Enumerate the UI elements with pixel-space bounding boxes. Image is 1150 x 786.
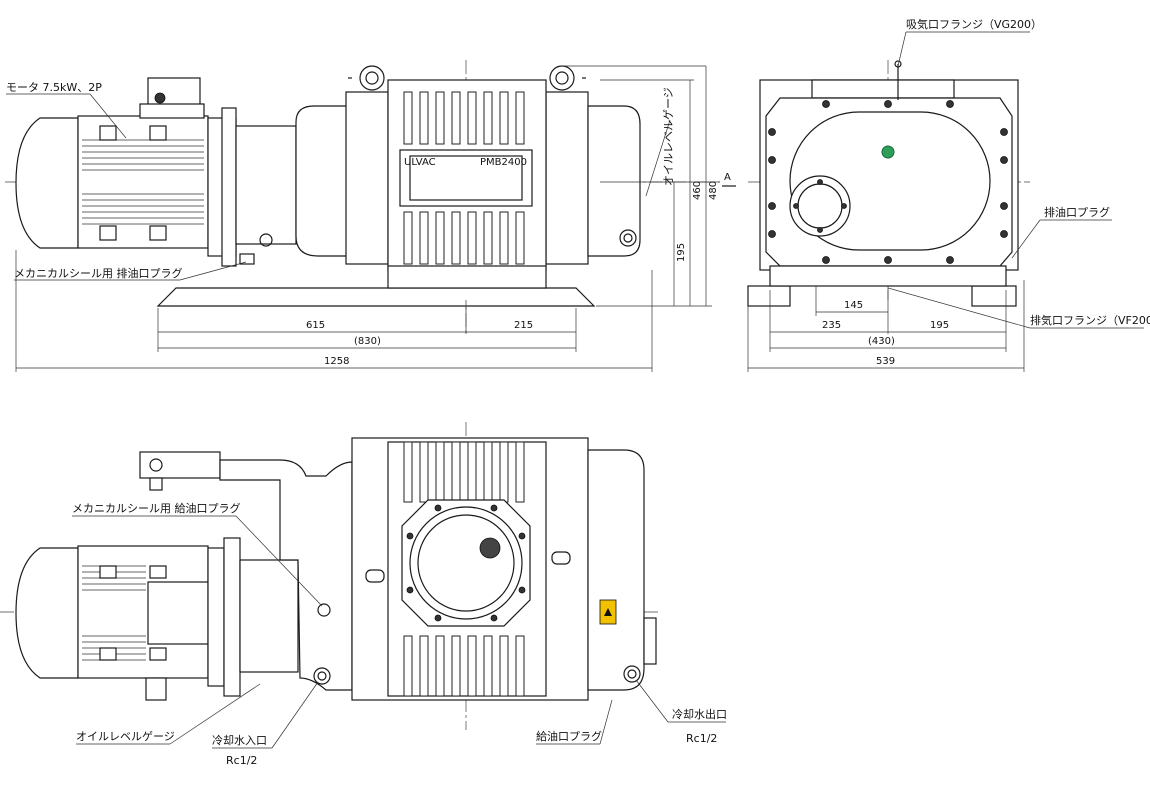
- side-labels: 吸気口フランジ（VG200） 排油口プラグ 排気口フランジ（VF200）: [887, 17, 1150, 329]
- label-intake-flange: 吸気口フランジ（VG200）: [906, 17, 1042, 31]
- nameplate: ULVAC PMB2400: [404, 157, 527, 168]
- dim-side-right: 195: [930, 320, 949, 331]
- front-labels: モータ 7.5kW、2P メカニカルシール用 排油口プラグ オイルレベルゲージ: [6, 81, 675, 281]
- dim-base-right: 215: [514, 320, 533, 331]
- motor-top: [15, 545, 209, 701]
- nameplate-model: PMB2400: [480, 157, 527, 168]
- pump-casing: [295, 65, 641, 271]
- pump-top: [351, 437, 657, 701]
- view-a-marker: A: [724, 172, 731, 183]
- top-view: メカニカルシール用 給油口プラグ オイルレベルゲージ 冷却水入口 Rc1/2 給…: [0, 422, 727, 767]
- casing-fins: [403, 91, 525, 265]
- side-view: 145 235 195 (430) 539 吸気口フランジ（VG200） 排油口…: [747, 17, 1150, 372]
- base-frame: [156, 265, 596, 307]
- label-mech-seal-drain: メカニカルシール用 排油口プラグ: [14, 266, 183, 280]
- dim-side-overall: 539: [876, 356, 895, 367]
- nameplate-brand: ULVAC: [404, 157, 436, 168]
- label-motor: モータ 7.5kW、2P: [6, 81, 102, 94]
- label-oil-level-gauge-side: オイルレベルゲージ: [662, 87, 675, 186]
- dim-height-total: 480: [708, 181, 719, 200]
- flange-bolts: [768, 100, 1008, 264]
- dim-shaft-height: 195: [676, 243, 687, 262]
- label-cooling-water-inlet: 冷却水入口: [212, 734, 267, 747]
- front-dimensions: 615 215 (830) 1258 195 460 480 A: [15, 65, 736, 372]
- side-dimensions: 145 235 195 (430) 539: [747, 280, 1025, 372]
- label-cooling-water-outlet: 冷却水出口: [672, 707, 727, 721]
- top-fins: [403, 441, 525, 697]
- label-inlet-thread: Rc1/2: [226, 754, 257, 767]
- label-mech-seal-fill: メカニカルシール用 給油口プラグ: [72, 501, 241, 515]
- dim-height-center: 460: [692, 181, 703, 200]
- front-view: ULVAC PMB2400 615 215 (830) 1258: [5, 60, 736, 372]
- dim-side-left: 235: [822, 320, 841, 331]
- motor: [15, 77, 209, 249]
- label-drain-plug: 排油口プラグ: [1044, 205, 1110, 219]
- label-oil-level-gauge: オイルレベルゲージ: [76, 730, 175, 743]
- dim-base-total: (830): [354, 336, 381, 347]
- label-exhaust-flange: 排気口フランジ（VF200）: [1030, 313, 1150, 327]
- dim-side-base: (430): [868, 336, 895, 347]
- dim-overall-length: 1258: [324, 356, 349, 367]
- label-oil-fill-plug: 給油口プラグ: [536, 729, 602, 743]
- label-outlet-thread: Rc1/2: [686, 732, 717, 745]
- coupling-bracket: [207, 107, 297, 267]
- dim-base-left: 615: [306, 320, 325, 331]
- bracket-top: [139, 451, 353, 697]
- dim-side-offset: 145: [844, 300, 863, 311]
- top-labels: メカニカルシール用 給油口プラグ オイルレベルゲージ 冷却水入口 Rc1/2 給…: [72, 501, 727, 767]
